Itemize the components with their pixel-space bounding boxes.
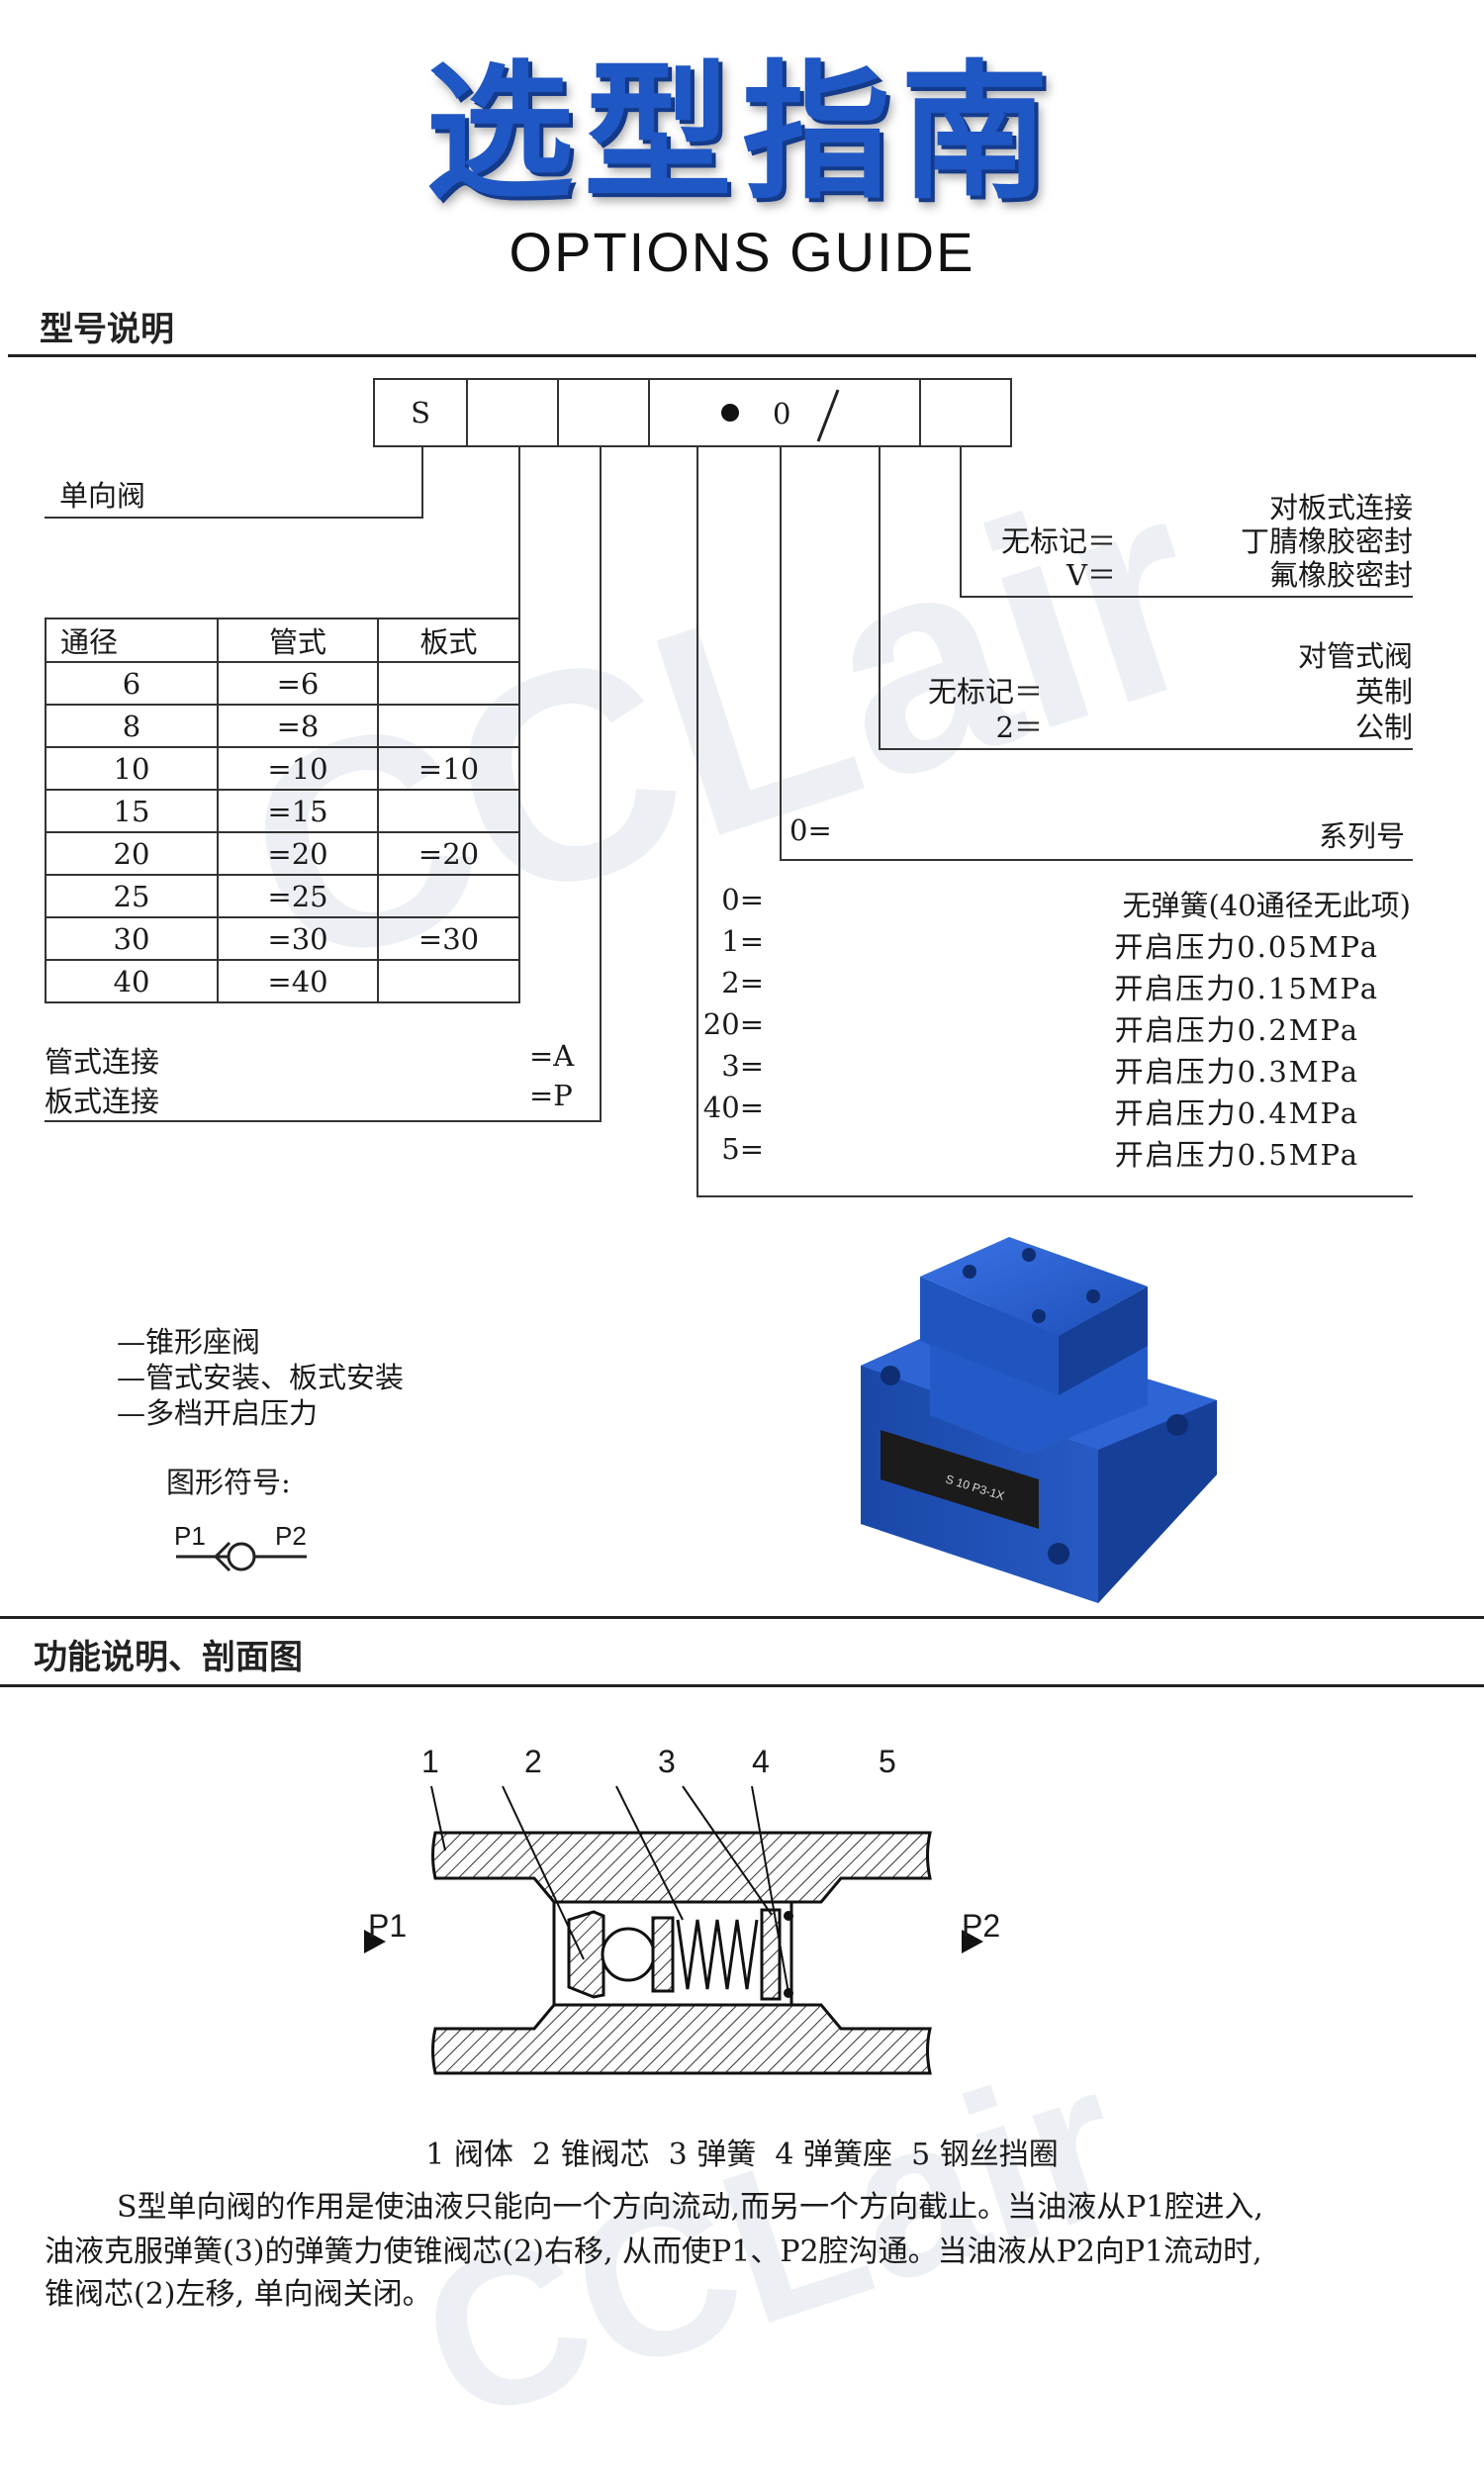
port-p1-label: P1: [368, 1908, 408, 1944]
cross-section-drawing: [364, 1785, 983, 2075]
leader: [45, 517, 423, 519]
table-row: 15=15: [45, 789, 520, 833]
pipe-connection-label: 管式连接: [45, 1045, 160, 1079]
spring-key: 5=: [721, 1132, 764, 1166]
leader: [518, 447, 520, 621]
feature-1: —锥形座阀: [117, 1325, 261, 1359]
leader: [780, 859, 1413, 861]
section-divider: [8, 354, 1476, 357]
spring-key: 2=: [721, 966, 764, 999]
symbol-p2: P2: [275, 1521, 307, 1551]
spring-options: 0= 无弹簧(40通径无此项) 1= 开启压力0.05MPa 2= 开启压力0.…: [703, 883, 1411, 1180]
page-title: 选型指南: [424, 48, 1059, 220]
leader: [960, 596, 1413, 598]
description-line-2: 油液克服弹簧(3)的弹簧力使锥阀芯(2)右移, 从而使P1、P2腔沟通。当油液从…: [45, 2234, 1262, 2269]
port-p2-label: P2: [962, 1908, 1001, 1944]
spring-key: 3=: [721, 1049, 764, 1083]
spring-val: 开启压力0.3MPa: [1114, 1055, 1359, 1089]
code-box-1: S: [373, 378, 468, 447]
slash-mark: [816, 389, 840, 442]
series-val: 系列号: [1318, 819, 1405, 853]
leader: [421, 447, 423, 519]
header-plate: 板式: [377, 618, 520, 663]
description-line-3: 锥阀芯(2)左移, 单向阀关闭。: [45, 2277, 432, 2312]
callout-1: 1: [421, 1744, 439, 1779]
table-row: 25=25: [45, 874, 520, 918]
code-box-4: 0: [648, 378, 921, 447]
spring-val: 开启压力0.15MPa: [1114, 972, 1379, 1005]
feature-3: —多档开启压力: [117, 1396, 319, 1430]
leader: [879, 447, 881, 750]
spring-val: 开启压力0.5MPa: [1114, 1138, 1359, 1172]
spring-key: 1=: [721, 924, 764, 958]
thread-line1: 对管式阀: [1297, 639, 1413, 673]
section-title-function: 功能说明、剖面图: [34, 1638, 303, 1677]
callout-2: 2: [524, 1744, 542, 1779]
table-row: 6=6: [45, 661, 520, 706]
symbol-p1: P1: [174, 1521, 206, 1551]
leader: [960, 447, 962, 598]
check-valve-icon: [176, 1541, 307, 1572]
header-size: 通径: [45, 618, 219, 663]
spring-val: 开启压力0.4MPa: [1114, 1096, 1359, 1130]
table-row: 10=10=10: [45, 746, 520, 791]
callout-5: 5: [879, 1744, 896, 1779]
thread-key2: 无标记＝: [927, 675, 1043, 709]
model-code-boxes: S 0: [373, 378, 1012, 447]
plate-connection-code: =P: [529, 1079, 573, 1112]
feature-2: —管式安装、板式安装: [117, 1361, 405, 1394]
table-row: 30=30=30: [45, 916, 520, 961]
check-valve-symbol: P1 P2: [168, 1519, 326, 1578]
symbol-label: 图形符号:: [166, 1466, 291, 1499]
leader: [696, 447, 698, 1197]
leader: [600, 447, 602, 1122]
spring-val: 开启压力0.05MPa: [1114, 930, 1379, 964]
sealing-key3: V＝: [1067, 558, 1116, 592]
spring-val: 开启压力0.2MPa: [1114, 1013, 1359, 1047]
plate-connection-label: 板式连接: [45, 1085, 160, 1118]
thread-val3: 公制: [1354, 711, 1413, 744]
label-check-valve: 单向阀: [59, 479, 146, 513]
series-key: 0=: [789, 813, 832, 847]
sealing-key2: 无标记＝: [1000, 524, 1116, 558]
table-row: 40=40: [45, 959, 520, 1003]
table-header-row: 通径 管式 板式: [45, 618, 520, 663]
thread-key3: 2＝: [995, 711, 1043, 744]
description-line-1: S型单向阀的作用是使油液只能向一个方向流动,而另一个方向截止。当油液从P1腔进入…: [117, 2190, 1263, 2225]
sealing-val2: 丁腈橡胶密封: [1240, 524, 1413, 558]
callout-4: 4: [752, 1744, 770, 1779]
header-pipe: 管式: [217, 618, 379, 663]
code-letter: S: [411, 396, 430, 429]
table-row: 20=20=20: [45, 831, 520, 876]
code-series-digit: 0: [773, 397, 791, 430]
product-photo: S 10 P3-1X: [861, 1237, 1217, 1603]
spring-key: 20=: [702, 1007, 764, 1041]
leader: [696, 1195, 1413, 1197]
page-subtitle: OPTIONS GUIDE: [509, 221, 975, 283]
code-box-5: [919, 378, 1012, 447]
thread-val2: 英制: [1354, 675, 1413, 709]
section-divider: [0, 1684, 1484, 1687]
sealing-val3: 氟橡胶密封: [1268, 558, 1413, 592]
section-title-model: 型号说明: [40, 310, 174, 349]
spring-val: 无弹簧(40通径无此项): [1122, 889, 1411, 922]
code-box-3: [557, 378, 650, 447]
leader: [879, 748, 1413, 750]
size-table: 通径 管式 板式 6=6 8=8 10=10=10 15=15 20=20=20…: [45, 618, 520, 1003]
code-box-2: [466, 378, 559, 447]
leader: [45, 1120, 602, 1122]
spring-key: 40=: [702, 1091, 764, 1124]
leader: [780, 447, 782, 861]
code-dot: [721, 404, 739, 422]
callout-3: 3: [658, 1744, 676, 1779]
spring-key: 0=: [721, 883, 764, 916]
sealing-line1: 对板式连接: [1268, 491, 1413, 524]
section-divider: [0, 1616, 1484, 1619]
table-row: 8=8: [45, 704, 520, 748]
pipe-connection-code: =A: [529, 1039, 575, 1073]
parts-legend: 1 阀体 2 锥阀芯 3 弹簧 4 弹簧座 5 钢丝挡圈: [425, 2138, 1059, 2172]
